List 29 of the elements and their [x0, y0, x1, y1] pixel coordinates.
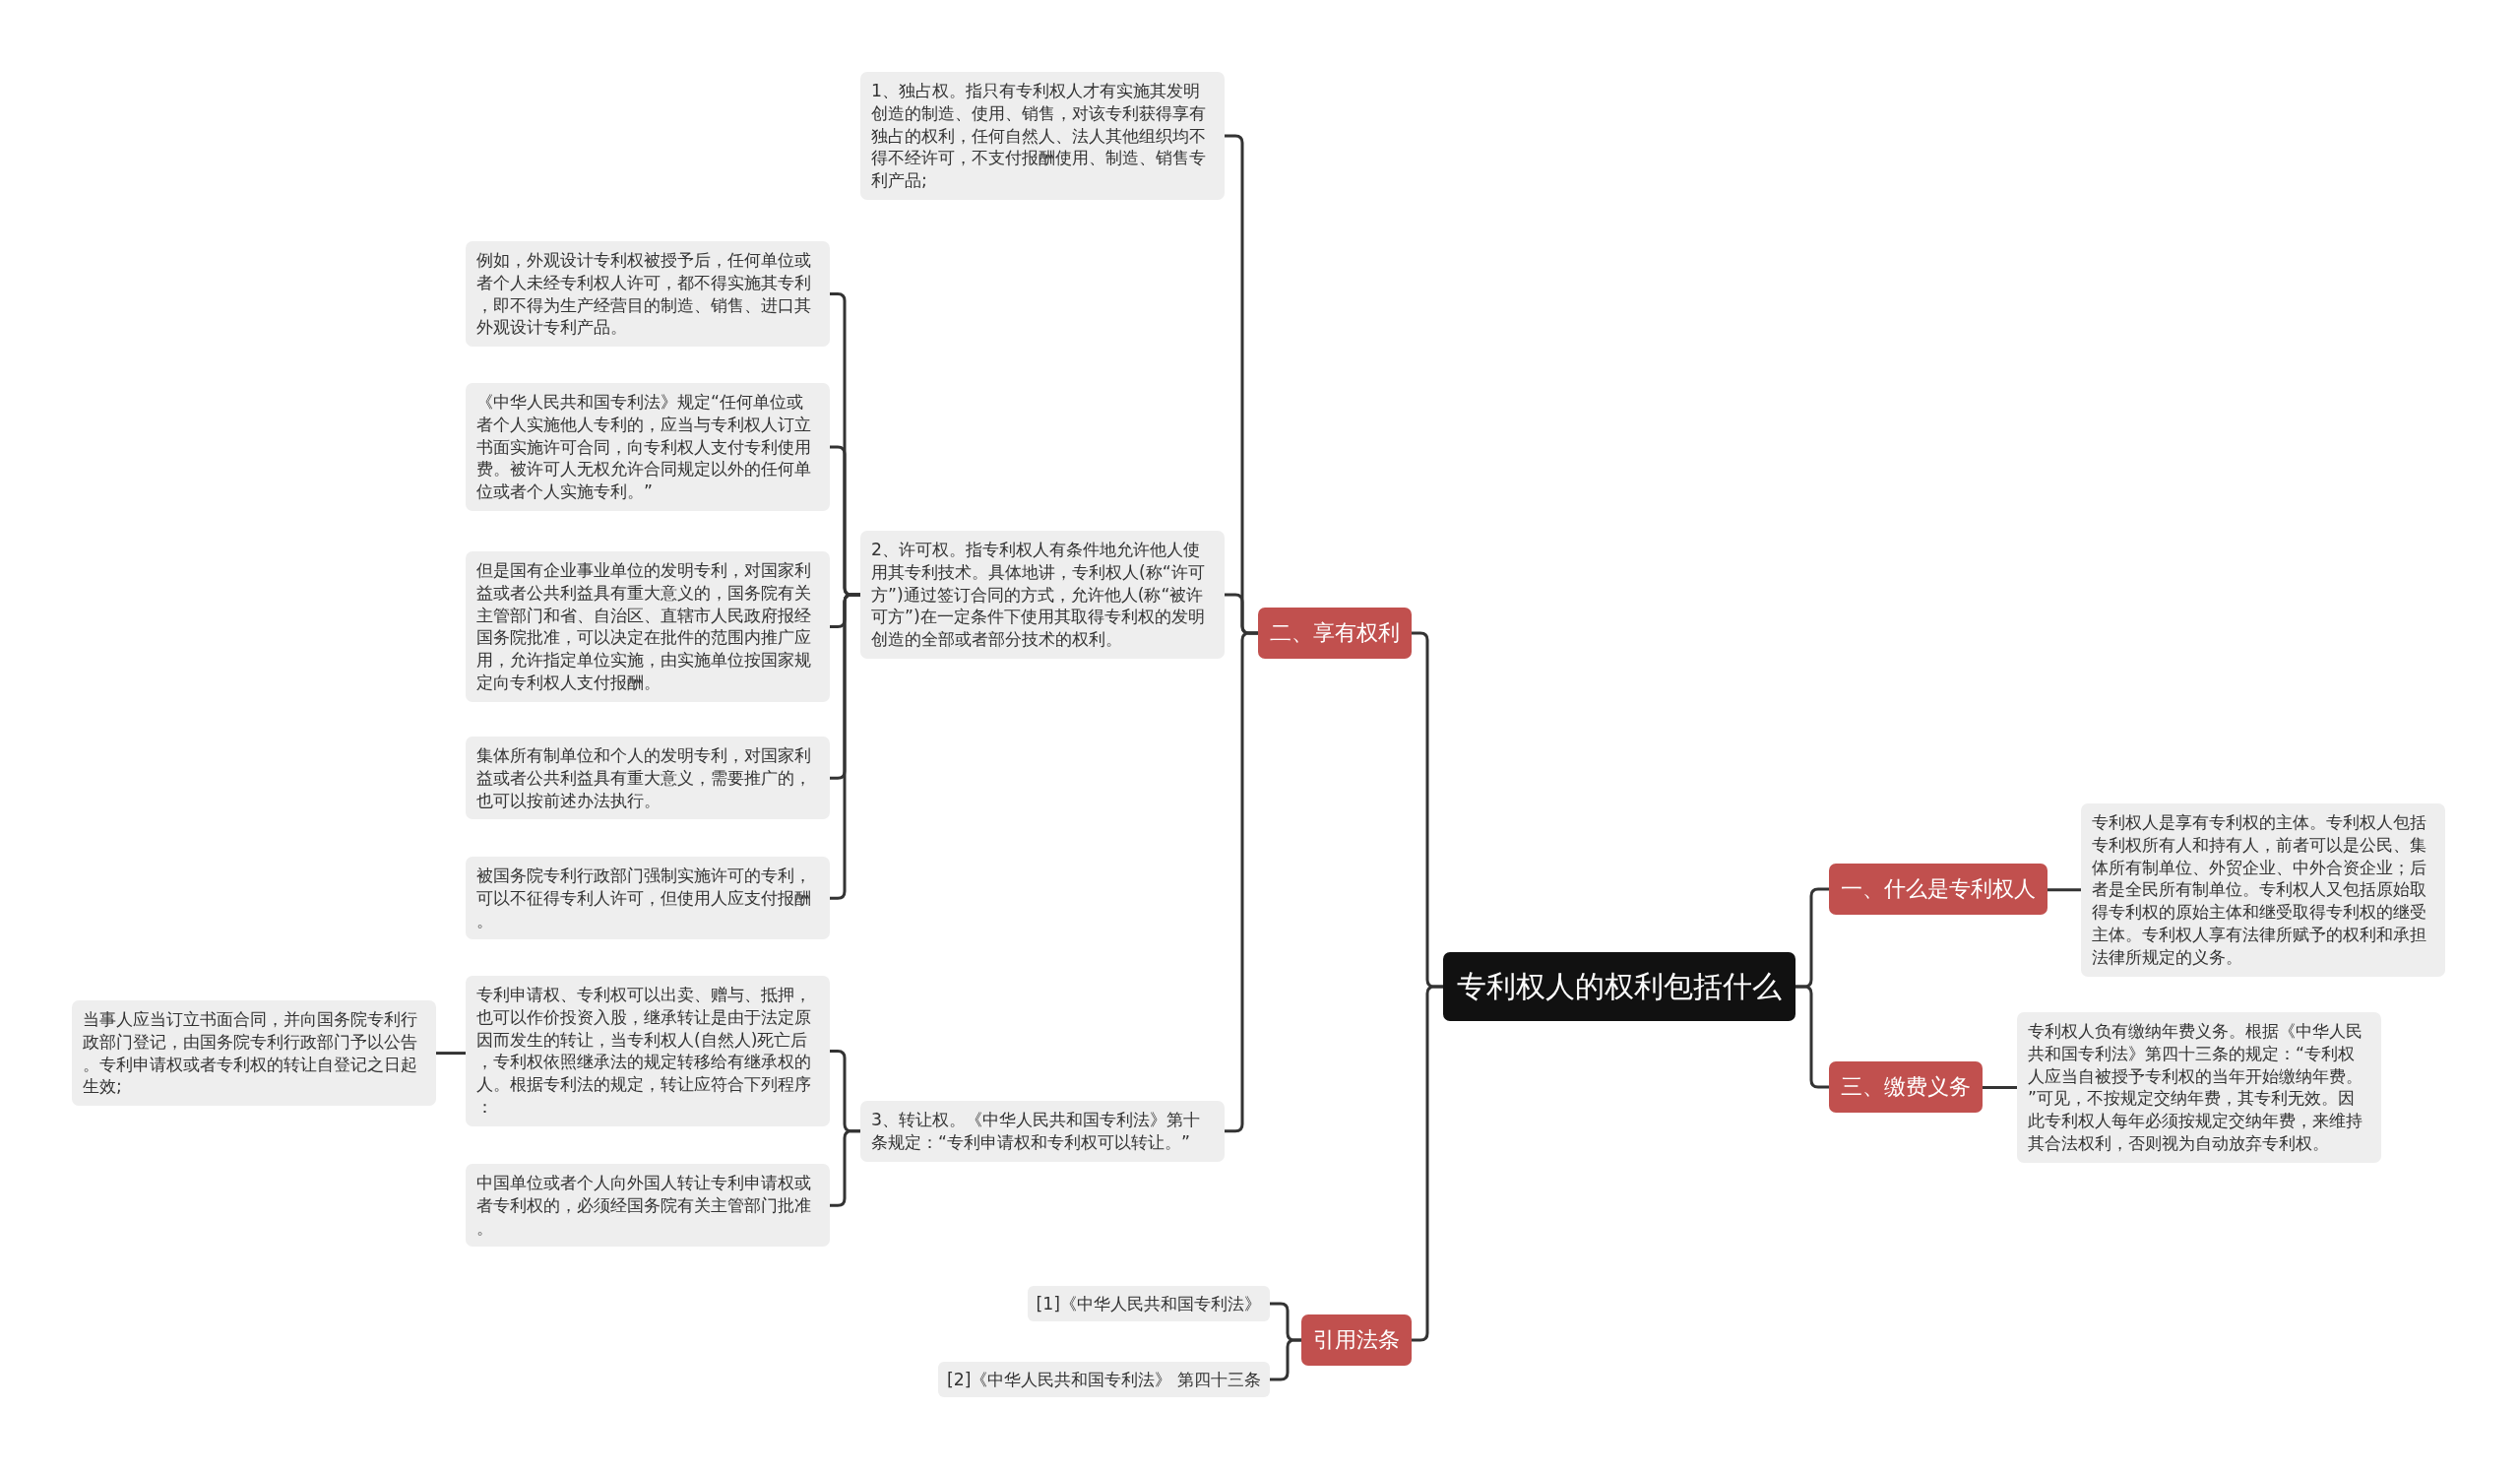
note-box: 《中华人民共和国专利法》规定“任何单位或者个人实施他人专利的，应当与专利权人订立书面实施许可合同，向专利权人支付专利使用费。被许可人无权允许合同规定以外的任何单位或者个人实施专利。” [466, 383, 830, 511]
note-box: 1、独占权。指只有专利权人才有实施其发明创造的制造、使用、销售，对该专利获得享有独占的权利，任何自然人、法人其他组织均不得不经许可，不支付报酬使用、制造、销售专利产品; [860, 72, 1225, 200]
note-box: 集体所有制单位和个人的发明专利，对国家利益或者公共利益具有重大意义，需要推广的，也可以按前述办法执行。 [466, 737, 830, 820]
note-box: 2、许可权。指专利权人有条件地允许他人使用其专利技术。具体地讲，专利权人(称“许可方”)通过签订合同的方式，允许他人(称“被许可方”)在一定条件下使用其取得专利权的发明创造的全部或者部分技术的权利。 [860, 531, 1225, 659]
connector-line [830, 1129, 860, 1207]
note-box: 但是国有企业事业单位的发明专利，对国家利益或者公共利益具有重大意义的，国务院有关主管部门和省、自治区、直辖市人民政府报经国务院批准，可以决定在批件的范围内推广应用，允许指定单位实施，由实施单位按国家规定向专利权人支付报酬。 [466, 551, 830, 702]
citation-box: [2]《中华人民共和国专利法》 第四十三条 [938, 1362, 1270, 1397]
note-box: 专利申请权、专利权可以出卖、赠与、抵押，也可以作价投资入股，继承转让是由于法定原因而发生的转让，当专利权人(自然人)死亡后，专利权依照继承法的规定转移给有继承权的人。根据专利法的规定，转让应符合下列程序： [466, 976, 830, 1126]
connector-line [2048, 888, 2081, 892]
note-box: 当事人应当订立书面合同，并向国务院专利行政部门登记，由国务院专利行政部门予以公告。专利申请权或者专利权的转让自登记之日起生效; [72, 1000, 436, 1107]
branch-topic: 引用法条 [1301, 1314, 1412, 1366]
note-box: 专利权人负有缴纳年费义务。根据《中华人民共和国专利法》第四十三条的规定：“专利权人应当自被授予专利权的当年开始缴纳年费。”可见，不按规定交纳年费，其专利无效。因此专利权人每年必须按规定交纳年费，来维持其合法权利，否则视为自动放弃专利权。 [2017, 1012, 2381, 1163]
note-box: 被国务院专利行政部门强制实施许可的专利，可以不征得专利人许可，但使用人应支付报酬。 [466, 857, 830, 940]
note-box: 中国单位或者个人向外国人转让专利申请权或者专利权的，必须经国务院有关主管部门批准。 [466, 1164, 830, 1248]
branch-topic: 二、享有权利 [1258, 608, 1412, 659]
connector-line [1796, 985, 1829, 1089]
citation-box: [1]《中华人民共和国专利法》 [1027, 1286, 1270, 1321]
connector-line [1225, 631, 1258, 1133]
branch-topic: 三、缴费义务 [1829, 1061, 1983, 1113]
central-topic: 专利权人的权利包括什么 [1443, 952, 1796, 1021]
note-box: 专利权人是享有专利权的主体。专利权人包括专利权所有人和持有人，前者可以是公民、集体所有制单位、外贸企业、中外合资企业；后者是全民所有制单位。专利权人又包括原始取得专利权的原始主体和继受取得专利权的继受主体。专利权人享有法律所赋予的权利和承担法律所规定的义务。 [2081, 803, 2445, 977]
connector-line [1983, 1085, 2017, 1089]
connector-line [1412, 985, 1443, 1342]
note-box: 例如，外观设计专利权被授予后，任何单位或者个人未经专利权人许可，都不得实施其专利，即不得为生产经营目的制造、销售、进口其外观设计专利产品。 [466, 241, 830, 348]
connector-line [1270, 1338, 1301, 1381]
connector-line [436, 1052, 466, 1056]
note-box: 3、转让权。《中华人民共和国专利法》第十条规定：“专利申请权和专利权可以转让。” [860, 1101, 1225, 1162]
connector-line [830, 593, 860, 900]
branch-topic: 一、什么是专利权人 [1829, 864, 2048, 915]
